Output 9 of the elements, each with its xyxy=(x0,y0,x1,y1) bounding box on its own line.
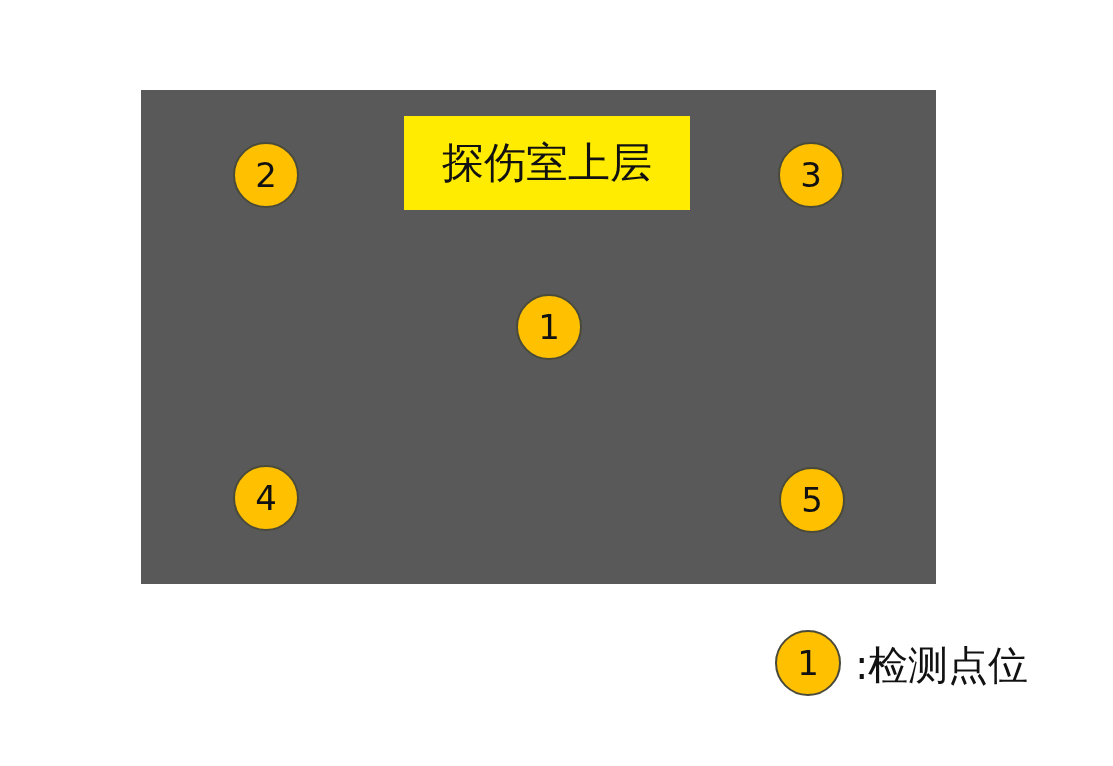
legend-marker: 1 xyxy=(775,630,841,696)
point-marker: 5 xyxy=(779,467,845,533)
point-marker: 3 xyxy=(778,142,844,208)
point-marker: 2 xyxy=(233,142,299,208)
point-marker: 1 xyxy=(516,294,582,360)
point-marker: 4 xyxy=(233,465,299,531)
room-label: 探伤室上层 xyxy=(404,116,690,210)
floor-area xyxy=(141,90,936,584)
legend-text: :检测点位 xyxy=(855,641,1029,690)
